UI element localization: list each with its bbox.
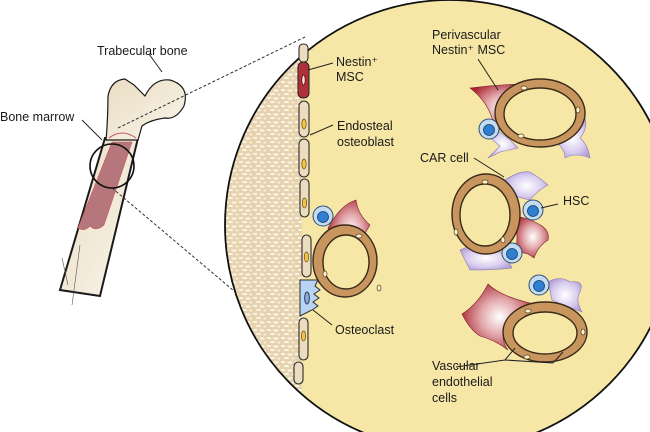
label-bone-marrow: Bone marrow [0,110,75,124]
marrow-cavity [77,141,133,230]
magnified-circle-outline [224,0,650,432]
endosteal-vessel-group [312,199,382,298]
label-nestin-msc-2: MSC [336,70,364,84]
leader-nestin-msc [307,62,334,71]
label-vascular-3: cells [432,391,457,405]
label-car-cell: CAR cell [420,151,469,165]
label-vascular-2: endothelial [432,375,492,389]
label-endosteal-2: osteoblast [337,135,395,149]
leader-osteoclast [312,309,333,326]
label-perivascular-1: Perivascular [432,28,501,42]
label-endosteal-1: Endosteal [337,119,393,133]
label-hsc: HSC [563,194,589,208]
leader-vascular [455,347,564,368]
leader-perivascular [477,58,499,91]
lower-vessel-group [461,274,588,363]
endosteal-lining [293,43,321,385]
leader-car-cell [473,157,505,178]
label-vascular-1: Vascular [432,359,480,373]
label-osteoclast: Osteoclast [335,323,395,337]
leader-bone-marrow [81,119,103,141]
label-perivascular-2: Nestin⁺ MSC [432,43,505,57]
label-nestin-msc-1: Nestin⁺ [336,55,378,69]
femur-head [105,78,186,141]
leader-trabecular [148,53,163,73]
perivascular-vessel-group [469,78,591,159]
car-cell-vessel-group [451,171,549,271]
osteoclast-cell [299,279,321,317]
label-trabecular-bone: Trabecular bone [97,44,188,58]
leader-endosteal [309,124,334,136]
femur-illustration [58,78,186,306]
leader-hsc [540,203,559,209]
